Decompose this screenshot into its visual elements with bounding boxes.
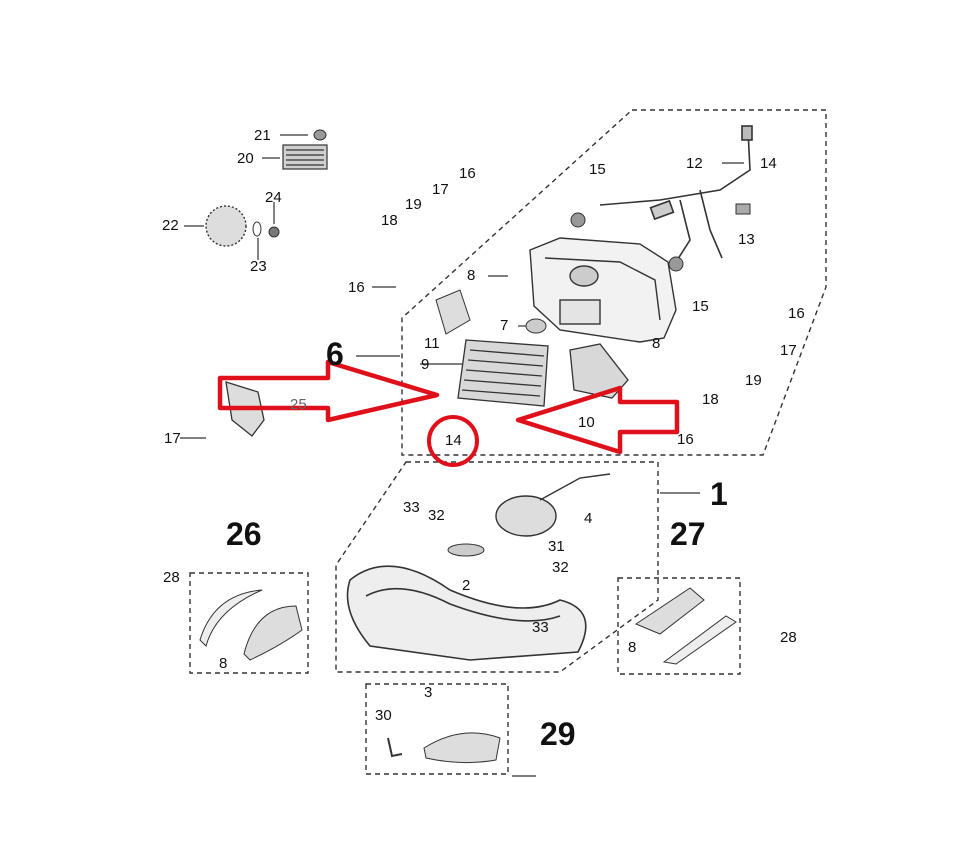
part-label-16d: 16 xyxy=(677,431,694,448)
part-label-28b: 28 xyxy=(780,629,797,646)
group-label-1: 1 xyxy=(710,476,728,512)
nut-part-24 xyxy=(268,226,280,238)
part-label-17b: 17 xyxy=(780,342,797,359)
headlight-housing-part xyxy=(529,237,677,343)
screw-part-30 xyxy=(387,737,403,758)
part-label-8b: 8 xyxy=(652,335,661,352)
tail-lens-part-29 xyxy=(423,732,501,764)
reflector-panel-part-9 xyxy=(457,339,549,407)
group-label-29: 29 xyxy=(540,716,576,752)
part-label-25: 25 xyxy=(290,396,307,413)
part-label-17c: 17 xyxy=(164,430,181,447)
bulb-cover-part-4 xyxy=(495,495,557,537)
part-label-21: 21 xyxy=(254,127,271,144)
part-label-16b: 16 xyxy=(348,279,365,296)
part-label-8c: 8 xyxy=(219,655,228,672)
part-label-17a: 17 xyxy=(432,181,449,198)
part-label-19b: 19 xyxy=(745,372,762,389)
trim-strip-part-26 xyxy=(199,589,263,647)
part-label-19a: 19 xyxy=(405,196,422,213)
group-label-26: 26 xyxy=(226,516,262,552)
part-label-33a: 33 xyxy=(403,499,420,516)
group-label-6: 6 xyxy=(326,336,344,372)
part-label-16c: 16 xyxy=(788,305,805,322)
part-label-33b: 33 xyxy=(532,619,549,636)
part-label-14b: 14 xyxy=(445,432,462,449)
right-red-arrow xyxy=(515,385,680,455)
part-label-8a: 8 xyxy=(467,267,476,284)
part-label-4: 4 xyxy=(584,510,593,527)
side-lens-part-27 xyxy=(634,587,705,635)
group27-outline xyxy=(617,577,741,675)
wire-part-4 xyxy=(539,473,611,501)
part-label-24: 24 xyxy=(265,189,282,206)
part-label-3: 3 xyxy=(424,684,433,701)
part-label-18b: 18 xyxy=(702,391,719,408)
part-label-9: 9 xyxy=(421,356,430,373)
leader-lines xyxy=(180,134,744,777)
group29-outline xyxy=(365,683,509,775)
trim-strip-part-27 xyxy=(662,615,737,665)
connector-part-13 xyxy=(735,203,751,215)
part-label-7: 7 xyxy=(500,317,509,334)
part-label-15b: 15 xyxy=(692,298,709,315)
group1-outline xyxy=(335,461,659,673)
ring-part-23 xyxy=(252,221,262,237)
side-lens-part-26 xyxy=(243,605,303,661)
part-label-16a: 16 xyxy=(459,165,476,182)
speaker-grille-part-22 xyxy=(205,205,247,247)
bulb-part-7 xyxy=(525,318,547,334)
indicator-part-11 xyxy=(435,289,471,335)
part-label-8d: 8 xyxy=(628,639,637,656)
headlight-bulb-part-2 xyxy=(447,543,485,557)
group26-outline xyxy=(189,572,309,674)
part-label-13: 13 xyxy=(738,231,755,248)
part-label-2: 2 xyxy=(462,577,471,594)
group-label-27: 27 xyxy=(670,516,706,552)
part-label-10: 10 xyxy=(578,414,595,431)
part-14-highlight-circle xyxy=(427,415,479,467)
part-label-32a: 32 xyxy=(428,507,445,524)
part-label-14a: 14 xyxy=(760,155,777,172)
group6-outline xyxy=(401,109,827,456)
part-label-22: 22 xyxy=(162,217,179,234)
cap-part-21 xyxy=(313,129,327,141)
part-label-30: 30 xyxy=(375,707,392,724)
part-label-11: 11 xyxy=(424,335,440,352)
grille-part-20 xyxy=(282,144,328,170)
part-label-20: 20 xyxy=(237,150,254,167)
part-label-18a: 18 xyxy=(381,212,398,229)
part-label-15a: 15 xyxy=(589,161,606,178)
part-label-28a: 28 xyxy=(163,569,180,586)
part-label-12: 12 xyxy=(686,155,703,172)
left-red-arrow xyxy=(217,359,440,423)
part-label-32b: 32 xyxy=(552,559,569,576)
wiring-harness-part-12 xyxy=(599,125,753,263)
headlight-lens-part-1 xyxy=(346,565,587,661)
bulb-socket-part-15 xyxy=(570,212,684,272)
part-label-23: 23 xyxy=(250,258,267,275)
part-label-31: 31 xyxy=(548,538,565,555)
